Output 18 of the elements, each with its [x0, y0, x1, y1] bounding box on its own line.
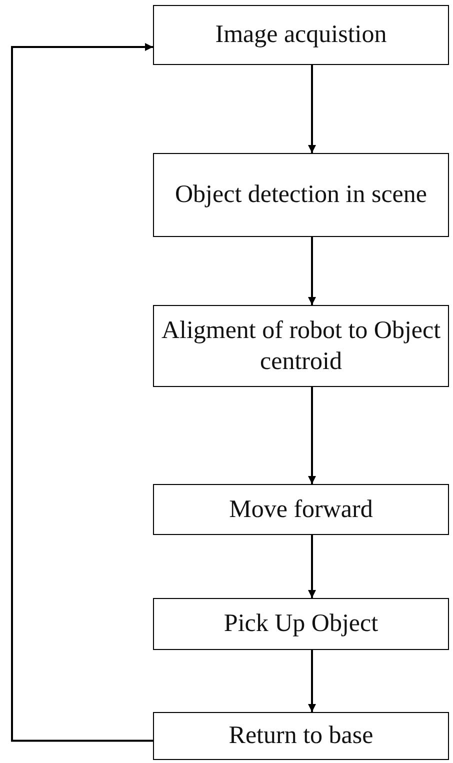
arrow [308, 387, 316, 484]
arrow [11, 43, 153, 742]
arrow [308, 65, 316, 153]
step-label: Pick Up Object [224, 609, 378, 640]
arrow [308, 535, 316, 598]
step-label: Return to base [228, 721, 374, 752]
step-label: Move forward [229, 494, 373, 525]
process-box [153, 712, 449, 760]
process-box [153, 484, 449, 535]
step-label: Image acquistion [215, 20, 387, 50]
step-label: Object detection in scene [175, 180, 427, 210]
arrow [308, 237, 316, 305]
arrow [308, 650, 316, 712]
step-label: Aligment of robot to Object centroid [160, 316, 442, 377]
process-box [153, 153, 449, 237]
process-box [153, 305, 449, 387]
process-box [153, 5, 449, 65]
process-box [153, 598, 449, 650]
